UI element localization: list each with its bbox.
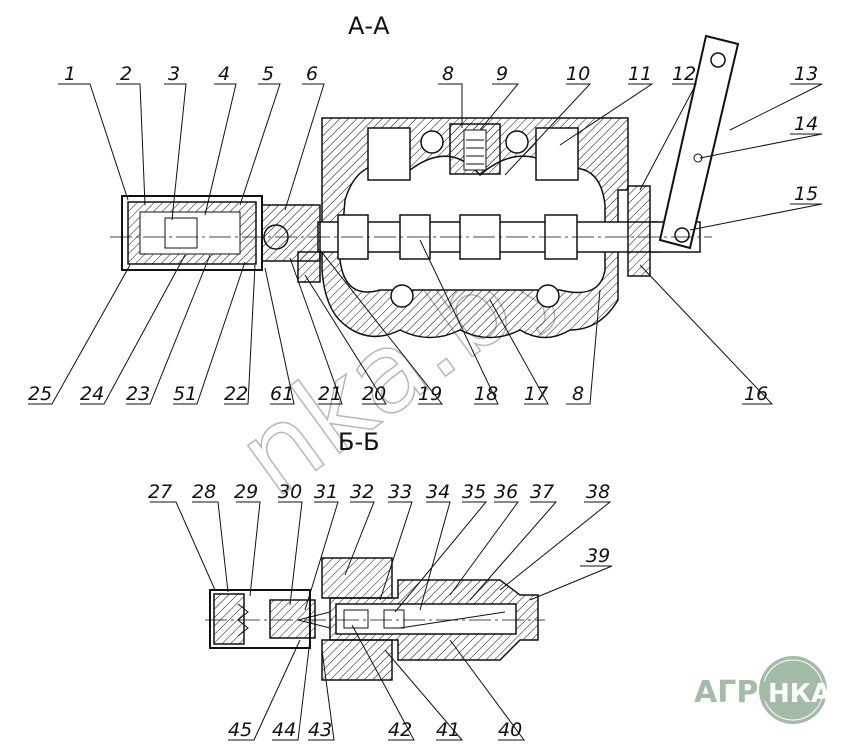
section-aa-top-labels: 1 2 3 4 5 6 8 9 10 11 12 13 14 15 — [64, 63, 818, 205]
part-label: 20 — [362, 383, 386, 405]
part-label: 19 — [418, 383, 442, 405]
part-label: 4 — [218, 63, 230, 85]
part-label: 32 — [350, 481, 374, 503]
part-label: 37 — [530, 481, 554, 503]
part-label: 29 — [234, 481, 258, 503]
part-label: 10 — [566, 63, 590, 85]
section-aa-title: А-А — [348, 12, 390, 40]
part-label: 51 — [173, 383, 197, 405]
part-label: 39 — [586, 545, 610, 567]
part-label: 27 — [148, 481, 172, 503]
section-aa-leaders — [28, 83, 823, 405]
part-label: 43 — [308, 719, 332, 741]
part-label: 45 — [228, 719, 252, 741]
part-label: 6 — [306, 63, 318, 85]
part-label: 25 — [28, 383, 52, 405]
part-label: 3 — [168, 63, 180, 85]
part-label: 34 — [426, 481, 450, 503]
section-aa-drawing — [110, 34, 740, 339]
part-label: 23 — [126, 383, 150, 405]
part-label: 40 — [498, 719, 522, 741]
part-label: 13 — [794, 63, 818, 85]
part-label: 15 — [794, 183, 818, 205]
part-label: 11 — [628, 63, 652, 85]
part-label: 30 — [278, 481, 302, 503]
part-label: 1 — [64, 63, 76, 85]
part-label: 21 — [318, 383, 342, 405]
part-label: 31 — [314, 481, 338, 503]
part-label: 36 — [494, 481, 518, 503]
logo-text-right: НКА — [768, 679, 831, 709]
part-label: 35 — [462, 481, 486, 503]
part-label: 61 — [270, 383, 294, 405]
agronka-logo: АГРО НКА — [694, 656, 831, 724]
part-label: 33 — [388, 481, 412, 503]
part-label: 5 — [262, 63, 274, 85]
section-aa-bottom-labels: 25 24 23 51 22 61 21 20 19 18 17 8 16 — [28, 383, 768, 405]
part-label: 8 — [442, 63, 454, 85]
part-label: 9 — [496, 63, 508, 85]
logo-text-left: АГРО — [694, 675, 784, 710]
part-label: 44 — [272, 719, 296, 741]
section-bb-drawing — [205, 557, 545, 681]
part-label: 16 — [744, 383, 768, 405]
part-label: 12 — [672, 63, 696, 85]
section-bb-bottom-labels: 45 44 43 42 41 40 — [228, 719, 522, 741]
section-bb-leaders — [150, 501, 613, 741]
part-label: 18 — [474, 383, 498, 405]
part-label: 8 — [572, 383, 584, 405]
part-label: 14 — [794, 113, 818, 135]
part-label: 38 — [586, 481, 610, 503]
part-label: 24 — [80, 383, 104, 405]
part-label: 2 — [120, 63, 132, 85]
part-label: 41 — [436, 719, 460, 741]
part-label: 28 — [192, 481, 216, 503]
section-bb-title: Б-Б — [338, 428, 380, 456]
part-label: 22 — [224, 383, 248, 405]
part-label: 42 — [388, 719, 412, 741]
part-label: 17 — [524, 383, 548, 405]
section-bb-top-labels: 27 28 29 30 31 32 33 34 35 36 37 38 39 — [148, 481, 610, 567]
